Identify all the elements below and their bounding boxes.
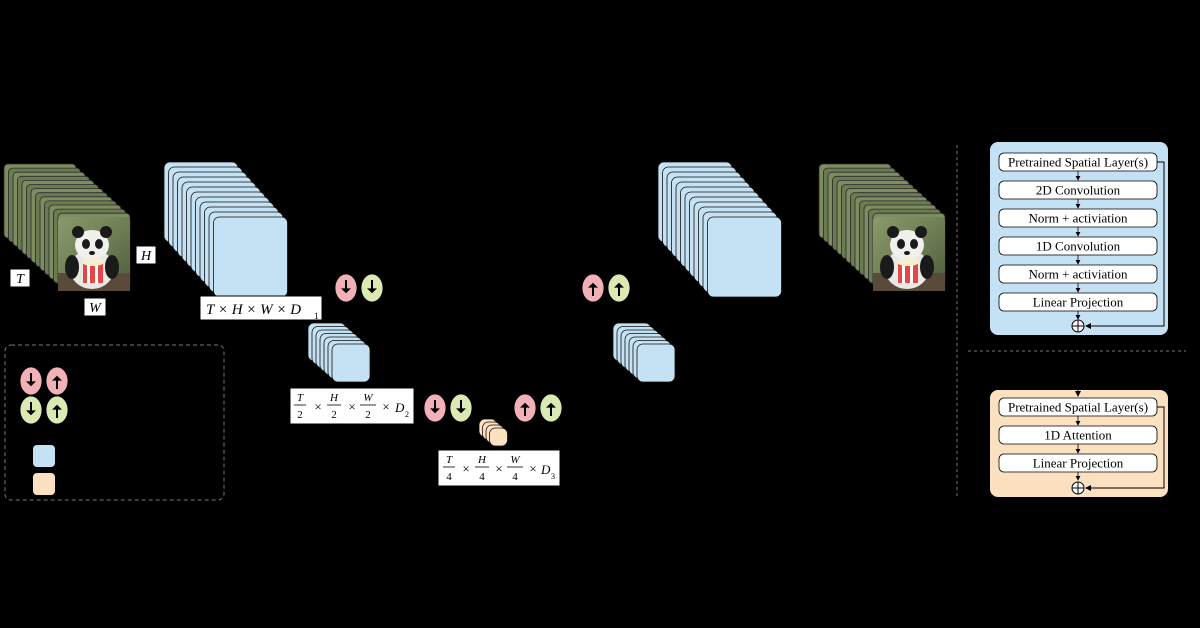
svg-text:2: 2 bbox=[405, 410, 409, 419]
dim-h-label: H bbox=[140, 249, 152, 264]
decoder-level1-layer bbox=[707, 216, 782, 298]
down-arrow-icon bbox=[19, 366, 43, 396]
svg-text:T: T bbox=[446, 454, 453, 466]
svg-text:×: × bbox=[495, 461, 502, 476]
up-arrow-icon bbox=[45, 366, 69, 396]
conv-block-layer: 1D Convolution bbox=[998, 236, 1158, 256]
svg-text:Pretrained Spatial Layer(s): Pretrained Spatial Layer(s) bbox=[1008, 400, 1148, 415]
spatiotemporal-conv-block: Pretrained Spatial Layer(s) 2D Convolutio… bbox=[990, 142, 1168, 335]
up-arrow-icon bbox=[607, 273, 631, 303]
svg-text:2: 2 bbox=[365, 409, 371, 421]
conv-block-layer: Linear Projection bbox=[998, 292, 1158, 312]
svg-text:2: 2 bbox=[297, 409, 303, 421]
svg-text:×: × bbox=[462, 461, 469, 476]
svg-text:3: 3 bbox=[551, 472, 555, 481]
decoder-level2-layer bbox=[636, 343, 676, 383]
panda-frame-image bbox=[58, 217, 130, 291]
up-arrow-icon bbox=[513, 393, 537, 423]
level3-shape-label: T 4 × H 4 × W 4 × D 3 bbox=[437, 449, 561, 487]
svg-text:D: D bbox=[394, 400, 405, 415]
svg-text:4: 4 bbox=[512, 471, 518, 483]
svg-text:×: × bbox=[529, 461, 536, 476]
encoder-level1-layer bbox=[213, 216, 288, 298]
svg-text:4: 4 bbox=[479, 471, 485, 483]
down-arrow-icon bbox=[423, 393, 447, 423]
input-video-stack bbox=[3, 163, 131, 291]
conv-block-layer: Norm + activiation bbox=[998, 208, 1158, 228]
svg-text:Linear Projection: Linear Projection bbox=[1033, 456, 1124, 471]
svg-text:1D Convolution: 1D Convolution bbox=[1036, 239, 1121, 254]
svg-text:H: H bbox=[329, 392, 339, 404]
dim-w-label: W bbox=[89, 301, 102, 316]
dim-t-label: T bbox=[16, 272, 25, 287]
panda-output-image bbox=[873, 217, 945, 291]
svg-text:D: D bbox=[540, 462, 551, 477]
svg-text:Pretrained Spatial Layer(s): Pretrained Spatial Layer(s) bbox=[1008, 155, 1148, 170]
svg-text:W: W bbox=[510, 454, 520, 466]
level2-shape-label: T 2 × H 2 × W 2 × D 2 bbox=[289, 387, 415, 425]
svg-text:1D Attention: 1D Attention bbox=[1044, 428, 1112, 443]
conv-block-layer: 2D Convolution bbox=[998, 180, 1158, 200]
feature-map-stacks bbox=[163, 161, 782, 447]
svg-text:×: × bbox=[382, 399, 389, 414]
bottleneck-layer bbox=[489, 427, 508, 447]
down-arrow-icon bbox=[19, 395, 43, 425]
conv-block-layer: Norm + activiation bbox=[998, 264, 1158, 284]
output-video-stack bbox=[818, 163, 946, 291]
svg-text:2D Convolution: 2D Convolution bbox=[1036, 183, 1121, 198]
svg-text:2: 2 bbox=[331, 409, 337, 421]
svg-text:T: T bbox=[297, 392, 304, 404]
sampling-icons bbox=[19, 273, 631, 425]
up-arrow-icon bbox=[581, 273, 605, 303]
down-arrow-icon bbox=[334, 273, 358, 303]
svg-text:T × H × W × D: T × H × W × D bbox=[206, 302, 301, 318]
svg-text:1: 1 bbox=[314, 311, 319, 321]
up-arrow-icon bbox=[45, 395, 69, 425]
svg-text:H: H bbox=[477, 454, 487, 466]
up-arrow-icon bbox=[539, 393, 563, 423]
legend-box bbox=[4, 344, 225, 501]
svg-text:Norm + activiation: Norm + activiation bbox=[1028, 267, 1128, 282]
svg-text:W: W bbox=[363, 392, 373, 404]
level1-shape-label: T × H × W × D 1 bbox=[199, 295, 323, 321]
svg-text:Norm + activiation: Norm + activiation bbox=[1028, 211, 1128, 226]
down-arrow-icon bbox=[449, 393, 473, 423]
down-arrow-icon bbox=[360, 273, 384, 303]
attn-block-layer: 1D Attention bbox=[998, 425, 1158, 445]
svg-text:×: × bbox=[314, 399, 321, 414]
svg-text:×: × bbox=[348, 399, 355, 414]
legend-spatiotemporal-swatch bbox=[33, 445, 55, 467]
svg-text:Linear Projection: Linear Projection bbox=[1033, 295, 1124, 310]
svg-text:4: 4 bbox=[446, 471, 452, 483]
conv-block-layer: Pretrained Spatial Layer(s) bbox=[998, 152, 1158, 172]
spatiotemporal-attention-block: Pretrained Spatial Layer(s) 1D AttentionL… bbox=[990, 381, 1168, 497]
attn-block-layer: Pretrained Spatial Layer(s) bbox=[998, 397, 1158, 417]
attn-block-layer: Linear Projection bbox=[998, 453, 1158, 473]
legend-attention-swatch bbox=[33, 473, 55, 495]
encoder-level2-layer bbox=[331, 343, 371, 383]
